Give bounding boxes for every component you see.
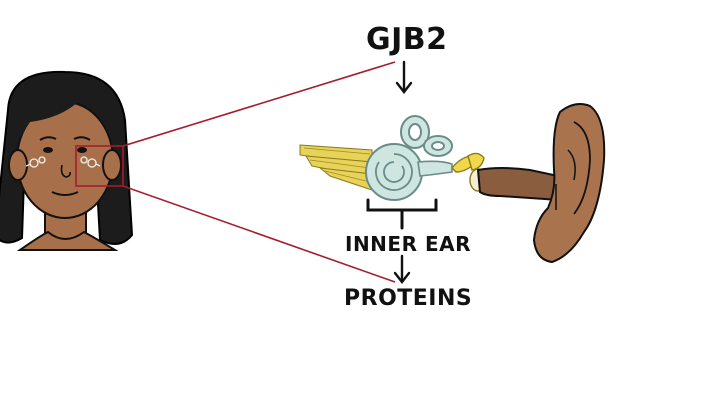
organ-label: INNER EAR <box>345 232 471 256</box>
product-label: PROTEINS <box>344 286 473 311</box>
down-arrow-icon <box>395 60 413 94</box>
girl-face-illustration <box>0 70 134 251</box>
inner-ear-illustration <box>299 115 487 201</box>
down-arrow-icon <box>393 254 411 284</box>
gene-label: GJB2 <box>366 22 448 57</box>
bracket-icon <box>366 198 438 230</box>
outer-ear-illustration <box>476 103 606 264</box>
zoom-indicator <box>75 61 396 283</box>
